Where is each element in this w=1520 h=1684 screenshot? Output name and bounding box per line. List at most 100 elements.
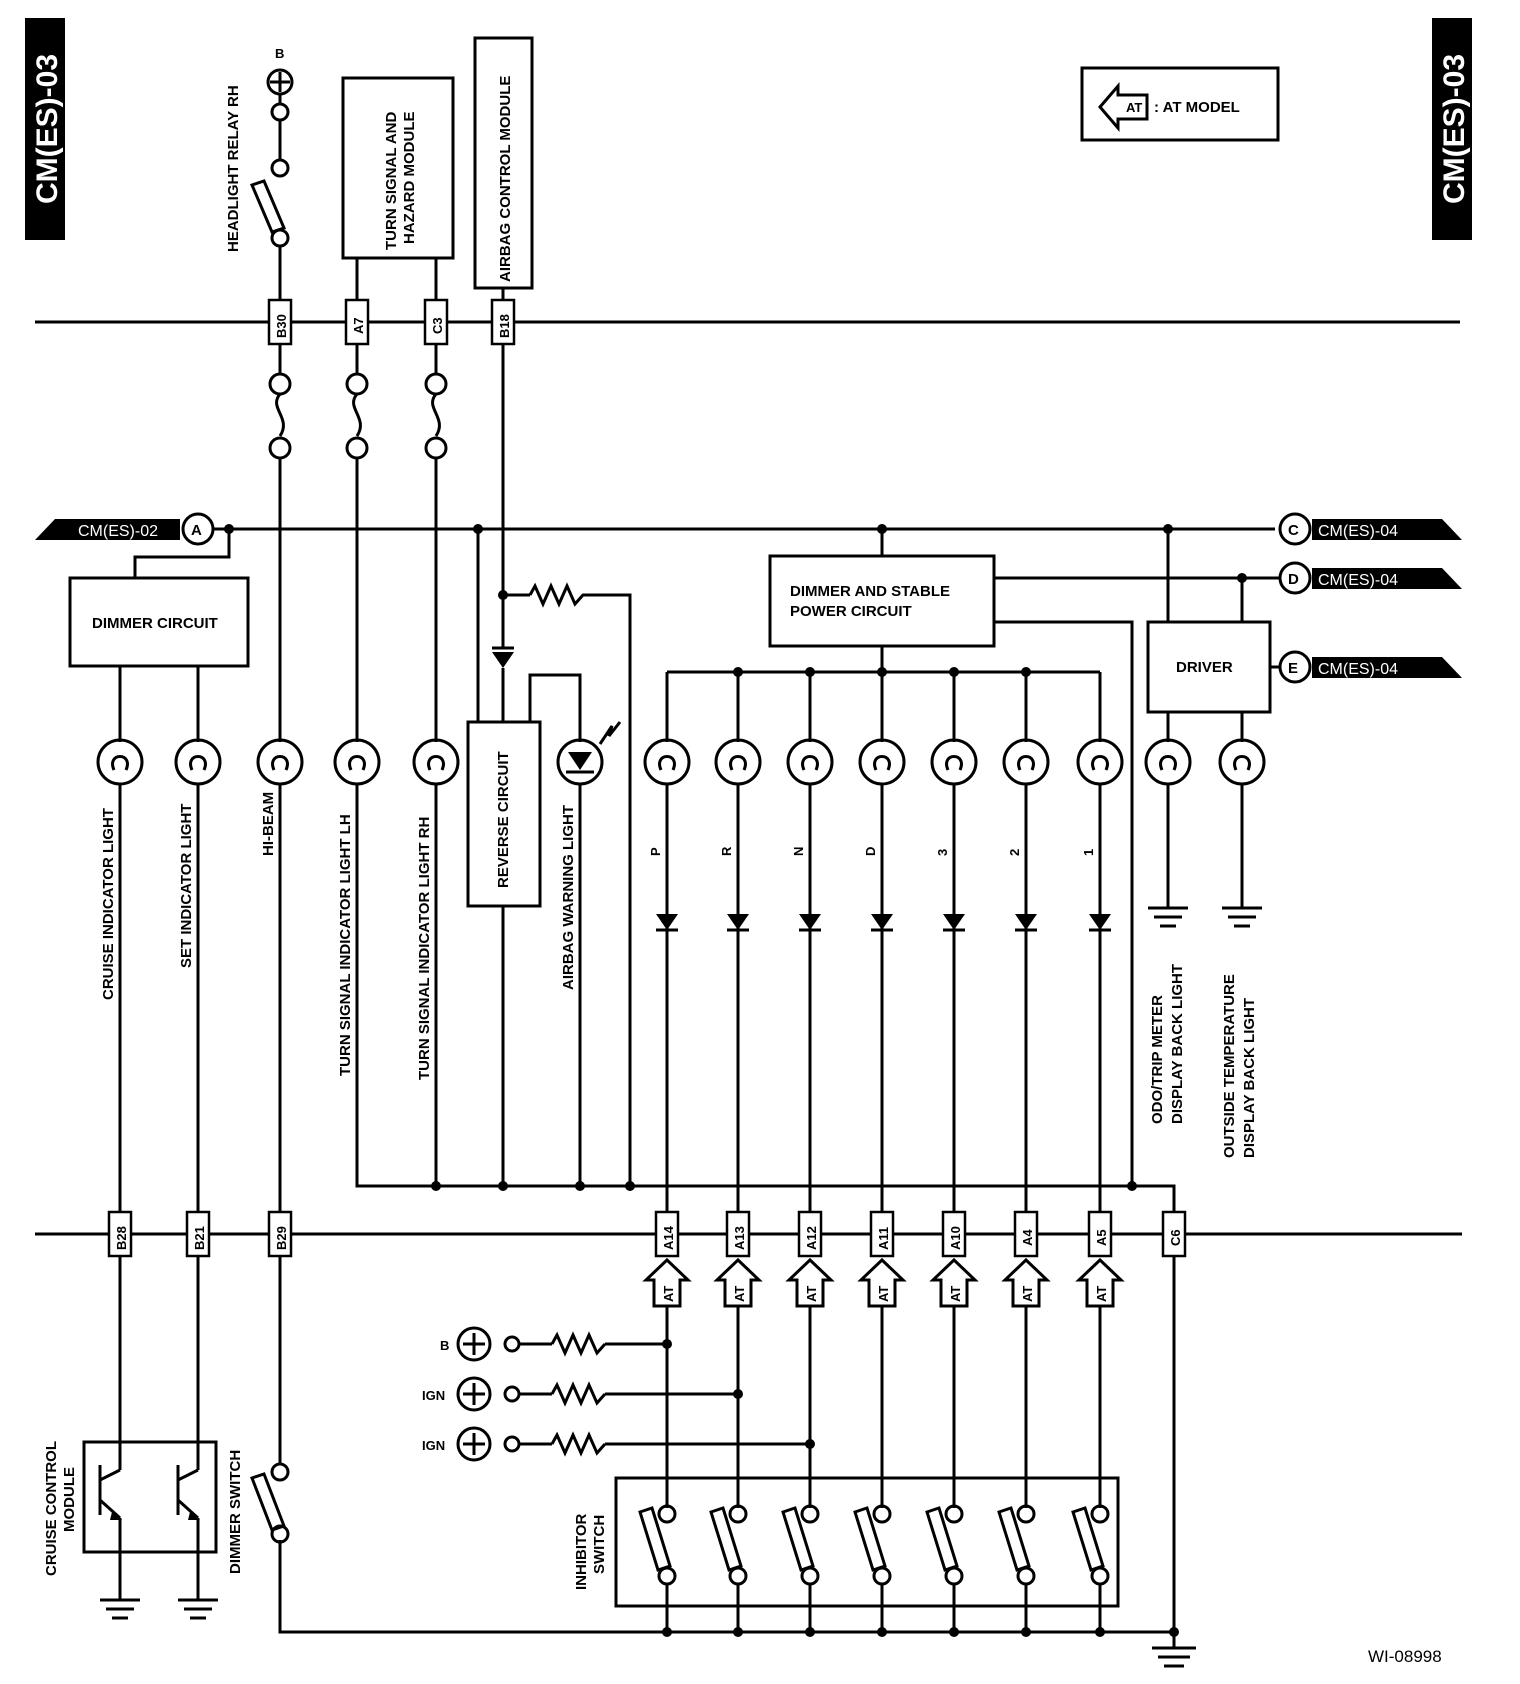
side-tag-right-text: CM(ES)-03 [1438, 54, 1471, 204]
offpage-E-ref: CM(ES)-04 [1318, 661, 1398, 678]
dimmer-stable-power-circuit: DIMMER AND STABLE POWER CIRCUIT [665, 529, 1280, 1186]
connector-A13: A13 [732, 1226, 747, 1250]
lamps [96, 738, 1176, 1212]
at-badge-7: AT [1075, 1257, 1125, 1308]
offpage-C-letter: C [1288, 522, 1299, 539]
side-tag-left: CM(ES)-03 [25, 18, 65, 240]
at-badge-7-label: AT [1094, 1286, 1109, 1302]
offpage-C: C CM(ES)-04 [1278, 512, 1462, 546]
supply-IGN2-plus-icon [456, 1426, 492, 1462]
lamp-gear-P: P [643, 738, 691, 1212]
lamp-gear-2: 2 [1002, 738, 1050, 1212]
connector-A4: A4 [1020, 1229, 1035, 1246]
label-cruise-indicator: CRUISE INDICATOR LIGHT [100, 808, 117, 1000]
connector-B29: B29 [274, 1226, 289, 1250]
label-set-indicator: SET INDICATOR LIGHT [178, 804, 195, 968]
gear-label-2: 2 [1007, 849, 1022, 856]
odo-backlight-line2: DISPLAY BACK LIGHT [1169, 964, 1186, 1124]
legend-box: AT : AT MODEL [1080, 66, 1280, 142]
at-badge-5-label: AT [948, 1286, 963, 1302]
driver-label: DRIVER [1176, 659, 1233, 676]
at-badge-1: AT [642, 1257, 692, 1308]
inhibitor-feed-wires [665, 1256, 1176, 1648]
gear-label-R: R [719, 846, 734, 856]
inhibitor-switch: INHIBITOR SWITCH [573, 1476, 1120, 1632]
offpage-A-letter: A [191, 522, 202, 539]
at-badge-2-label: AT [732, 1286, 747, 1302]
led-emission-icon [598, 721, 622, 745]
headlight-relay: B HEADLIGHT RELAY RH [225, 46, 294, 300]
connector-A5: A5 [1094, 1229, 1109, 1246]
connector-A11: A11 [876, 1227, 891, 1250]
label-turn-rh: TURN SIGNAL INDICATOR LIGHT RH [416, 817, 433, 1080]
inhibitor-label-1: INHIBITOR [573, 1513, 590, 1590]
at-badge-4: AT [857, 1257, 907, 1308]
turn-signal-module: TURN SIGNAL AND HAZARD MODULE [341, 76, 455, 300]
connector-B30: B30 [274, 314, 289, 338]
bottom-connectors: B28 B21 B29 A14 A13 A12 A11 A10 A4 A5 C6 [107, 1210, 1187, 1258]
supply-IGN1-plus-icon [456, 1376, 492, 1412]
connector-B18: B18 [497, 314, 512, 338]
label-hi-beam: HI-BEAM [260, 792, 277, 856]
gear-label-P: P [648, 847, 663, 856]
at-badge-1-label: AT [661, 1286, 676, 1302]
label-airbag-warning: AIRBAG WARNING LIGHT [560, 805, 577, 990]
at-badge-3: AT [785, 1257, 835, 1308]
lamp-gear-3: 3 [930, 738, 978, 1212]
at-badge-3-label: AT [804, 1286, 819, 1302]
label-turn-lh: TURN SIGNAL INDICATOR LIGHT LH [337, 814, 354, 1076]
dimmer-stable-label-1: DIMMER AND STABLE [790, 583, 950, 600]
back-lights: ODO/TRIP METER DISPLAY BACK LIGHT OUTSID… [1144, 738, 1266, 1158]
turn-signal-module-line1: TURN SIGNAL AND [383, 112, 400, 251]
connector-B28: B28 [114, 1226, 129, 1250]
reverse-circuit-label: REVERSE CIRCUIT [495, 751, 512, 888]
connector-A12: A12 [804, 1226, 819, 1250]
lamp-set [174, 738, 222, 1212]
cruise-control-module: CRUISE CONTROL MODULE [43, 1256, 218, 1620]
cruise-module-label-2: MODULE [61, 1467, 78, 1532]
airbag-control-module-label: AIRBAG CONTROL MODULE [497, 76, 514, 282]
light-labels: CRUISE INDICATOR LIGHT SET INDICATOR LIG… [100, 792, 577, 1080]
gear-label-3: 3 [935, 849, 950, 856]
side-tag-right: CM(ES)-03 [1432, 18, 1472, 240]
at-badge-5: AT [929, 1257, 979, 1308]
fuses [268, 344, 448, 460]
lamp-hibeam [256, 738, 304, 1212]
outside-temp-line1: OUTSIDE TEMPERATURE [1221, 974, 1238, 1158]
turn-signal-module-line2: HAZARD MODULE [401, 112, 418, 245]
offpage-D-ref: CM(ES)-04 [1318, 572, 1398, 589]
at-badge-4-label: AT [876, 1286, 891, 1302]
connector-C6: C6 [1168, 1229, 1183, 1246]
at-badge-2: AT [713, 1257, 763, 1308]
dimmer-stable-label-2: POWER CIRCUIT [790, 603, 912, 620]
inhibitor-label-2: SWITCH [591, 1515, 608, 1574]
dimmer-switch: DIMMER SWITCH [227, 1256, 290, 1574]
lamp-gear-D: D [858, 738, 906, 1212]
supply-B-plus-icon [456, 1326, 492, 1362]
gear-lamps: P R N D 3 2 1 [643, 738, 1124, 1212]
connector-A14: A14 [661, 1225, 676, 1250]
at-badge-6: AT [1001, 1257, 1051, 1308]
at-badges: AT AT AT AT AT AT AT [642, 1257, 1125, 1308]
driver-module: DRIVER [1146, 529, 1280, 742]
offpage-E: E CM(ES)-04 [1278, 650, 1462, 684]
lamp-gear-R: R [714, 738, 762, 1212]
legend-badge: AT [1126, 100, 1142, 115]
outside-temp-line2: DISPLAY BACK LIGHT [1241, 998, 1258, 1158]
airbag-warning-led [556, 721, 622, 1186]
odo-backlight-line1: ODO/TRIP METER [1149, 995, 1166, 1124]
connector-C3: C3 [430, 317, 445, 334]
side-tag-left-text: CM(ES)-03 [31, 54, 64, 204]
cruise-module-label-1: CRUISE CONTROL [43, 1441, 60, 1576]
gear-label-N: N [791, 847, 806, 856]
gear-label-D: D [863, 847, 878, 856]
supply-IGN2-label: IGN [422, 1438, 445, 1453]
dimmer-circuit-label: DIMMER CIRCUIT [92, 615, 218, 632]
offpage-D: D CM(ES)-04 [1278, 561, 1462, 595]
legend-text: : AT MODEL [1154, 99, 1240, 116]
connector-A10: A10 [948, 1226, 963, 1250]
supply-IGN1-label: IGN [422, 1388, 445, 1403]
reverse-circuit: REVERSE CIRCUIT [466, 529, 632, 1186]
relay-supply-label: B [275, 46, 284, 61]
